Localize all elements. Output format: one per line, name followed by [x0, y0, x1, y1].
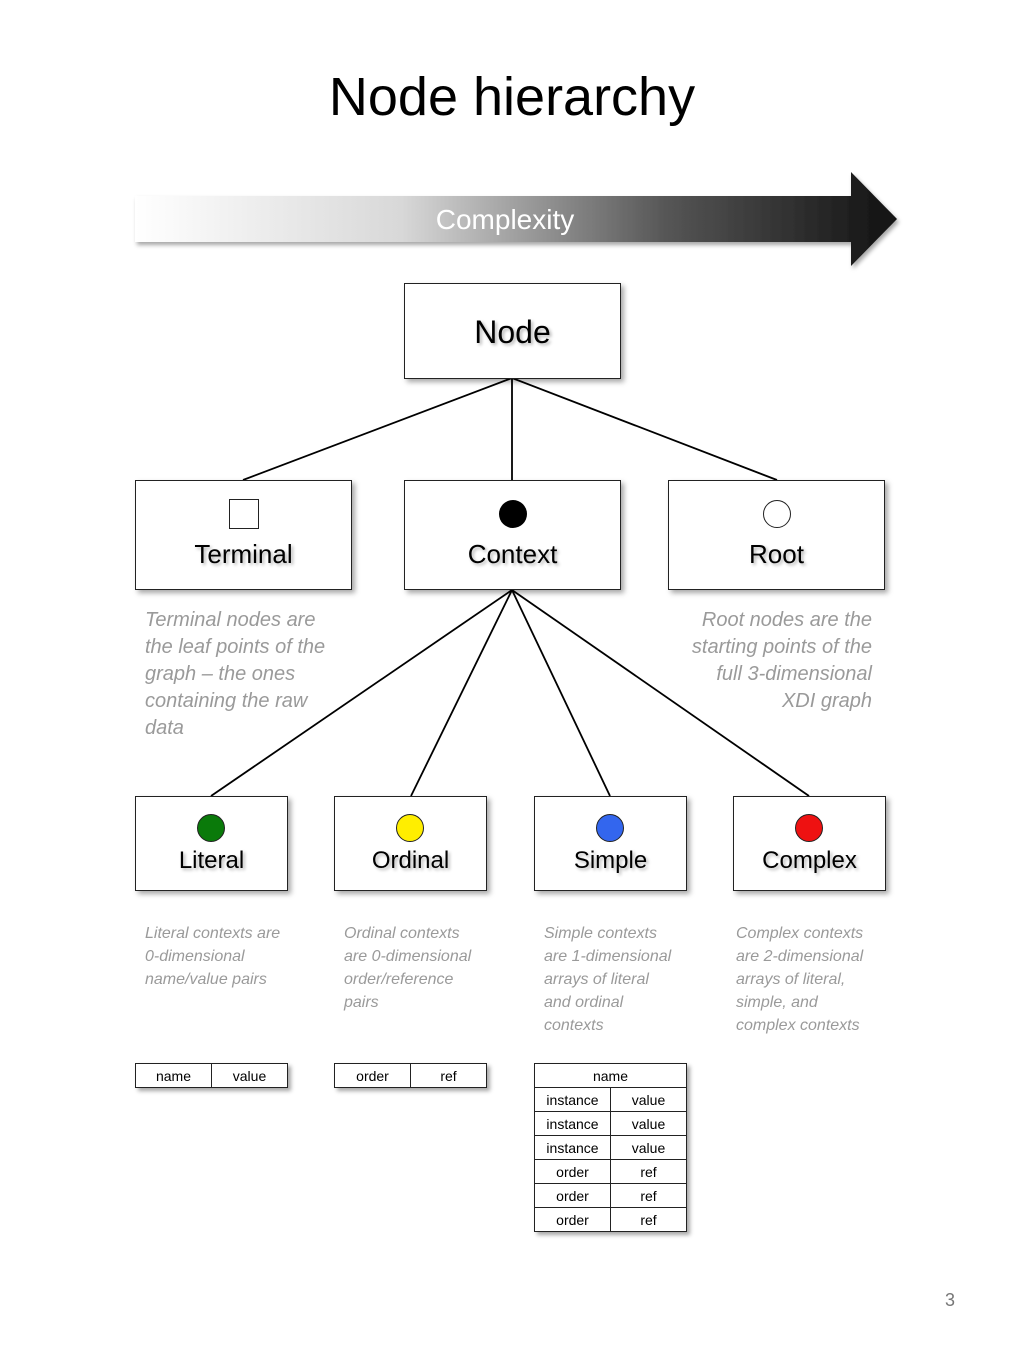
open-circle-icon	[763, 500, 791, 528]
description-line: 0-dimensional	[145, 948, 245, 965]
table-cell: value	[610, 1111, 687, 1136]
terminal-box: Terminal	[135, 480, 352, 590]
table-row: instance value	[534, 1135, 687, 1160]
table-cell: order	[534, 1159, 611, 1184]
table-cell: value	[211, 1063, 288, 1088]
table-cell: name	[135, 1063, 212, 1088]
description-line: pairs	[344, 994, 379, 1011]
filled-circle-icon	[499, 500, 527, 528]
ordinal-table: order ref	[334, 1063, 487, 1088]
description-line: Simple contexts	[544, 925, 657, 942]
description-line: Terminal nodes are	[145, 609, 316, 631]
description-line: Ordinal contexts	[344, 925, 460, 942]
green-circle-icon	[197, 814, 225, 842]
description-line: contexts	[544, 1017, 604, 1034]
blue-circle-icon	[596, 814, 624, 842]
yellow-circle-icon	[396, 814, 424, 842]
table-cell: instance	[534, 1087, 611, 1112]
description-line: and ordinal	[544, 994, 624, 1011]
description-line: order/reference	[344, 971, 454, 988]
simple-label: Simple	[573, 847, 648, 874]
context-box: Context	[404, 480, 621, 590]
page-number: 3	[944, 1290, 955, 1310]
table-row: order ref	[534, 1183, 687, 1208]
line-context-complex	[511, 589, 810, 797]
node-box: Node	[404, 283, 621, 379]
description-line: full 3-dimensional	[716, 663, 872, 685]
literal-box: Literal	[135, 796, 288, 891]
table-header-row: name	[534, 1063, 687, 1088]
table-header-cell: name	[534, 1063, 687, 1088]
description-line: simple, and	[736, 994, 818, 1011]
line-context-literal	[210, 589, 513, 797]
line-context-ordinal	[410, 589, 513, 797]
complex-description: Complex contexts are 2-dimensional array…	[736, 922, 916, 1037]
line-node-terminal	[242, 377, 513, 481]
simple-table: name instance value instance value insta…	[534, 1063, 687, 1232]
table-cell: order	[334, 1063, 411, 1088]
table-cell: ref	[610, 1183, 687, 1208]
context-label: Context	[467, 539, 558, 569]
root-box: Root	[668, 480, 885, 590]
description-line: starting points of the	[691, 636, 872, 658]
terminal-label: Terminal	[194, 539, 293, 569]
description-line: name/value pairs	[145, 971, 267, 988]
table-cell: order	[534, 1207, 611, 1232]
description-line: are 1-dimensional	[544, 948, 672, 965]
description-line: arrays of literal,	[736, 971, 846, 988]
complex-label: Complex	[762, 847, 857, 874]
table-row: order ref	[534, 1207, 687, 1232]
description-line: arrays of literal	[544, 971, 649, 988]
table-row: order ref	[334, 1063, 487, 1088]
table-cell: ref	[410, 1063, 487, 1088]
ordinal-box: Ordinal	[334, 796, 487, 891]
table-cell: ref	[610, 1159, 687, 1184]
ordinal-description: Ordinal contexts are 0-dimensional order…	[344, 922, 524, 1014]
terminal-description: Terminal nodes are the leaf points of th…	[145, 607, 355, 742]
table-row: instance value	[534, 1111, 687, 1136]
description-line: are 2-dimensional	[736, 948, 864, 965]
table-cell: ref	[610, 1207, 687, 1232]
square-icon	[229, 499, 259, 529]
description-line: complex contexts	[736, 1017, 860, 1034]
root-description: Root nodes are the starting points of th…	[660, 607, 872, 715]
table-cell: instance	[534, 1111, 611, 1136]
description-line: graph – the ones	[145, 663, 296, 685]
description-line: Complex contexts	[736, 925, 864, 942]
description-line: Literal contexts are	[145, 925, 281, 942]
page-title: Node hierarchy	[328, 67, 696, 127]
table-row: name value	[135, 1063, 288, 1088]
root-label: Root	[749, 539, 804, 569]
literal-table: name value	[135, 1063, 288, 1088]
description-line: Root nodes are the	[701, 609, 872, 631]
line-node-root	[511, 377, 778, 481]
description-line: containing the raw	[145, 690, 308, 712]
ordinal-label: Ordinal	[371, 847, 450, 874]
complexity-arrow	[135, 172, 897, 266]
description-line: the leaf points of the	[145, 636, 326, 658]
table-cell: instance	[534, 1135, 611, 1160]
complex-box: Complex	[733, 796, 886, 891]
table-cell: order	[534, 1183, 611, 1208]
simple-box: Simple	[534, 796, 687, 891]
red-circle-icon	[795, 814, 823, 842]
node-label: Node	[474, 314, 551, 350]
table-cell: value	[610, 1135, 687, 1160]
table-row: instance value	[534, 1087, 687, 1112]
simple-description: Simple contexts are 1-dimensional arrays…	[544, 922, 724, 1037]
description-line: XDI graph	[781, 690, 872, 712]
line-context-simple	[511, 589, 611, 797]
literal-description: Literal contexts are 0-dimensional name/…	[145, 922, 325, 991]
description-line: are 0-dimensional	[344, 948, 472, 965]
table-row: order ref	[534, 1159, 687, 1184]
literal-label: Literal	[178, 847, 245, 874]
table-cell: value	[610, 1087, 687, 1112]
description-line: data	[145, 717, 184, 739]
arrow-label: Complexity	[435, 204, 575, 235]
